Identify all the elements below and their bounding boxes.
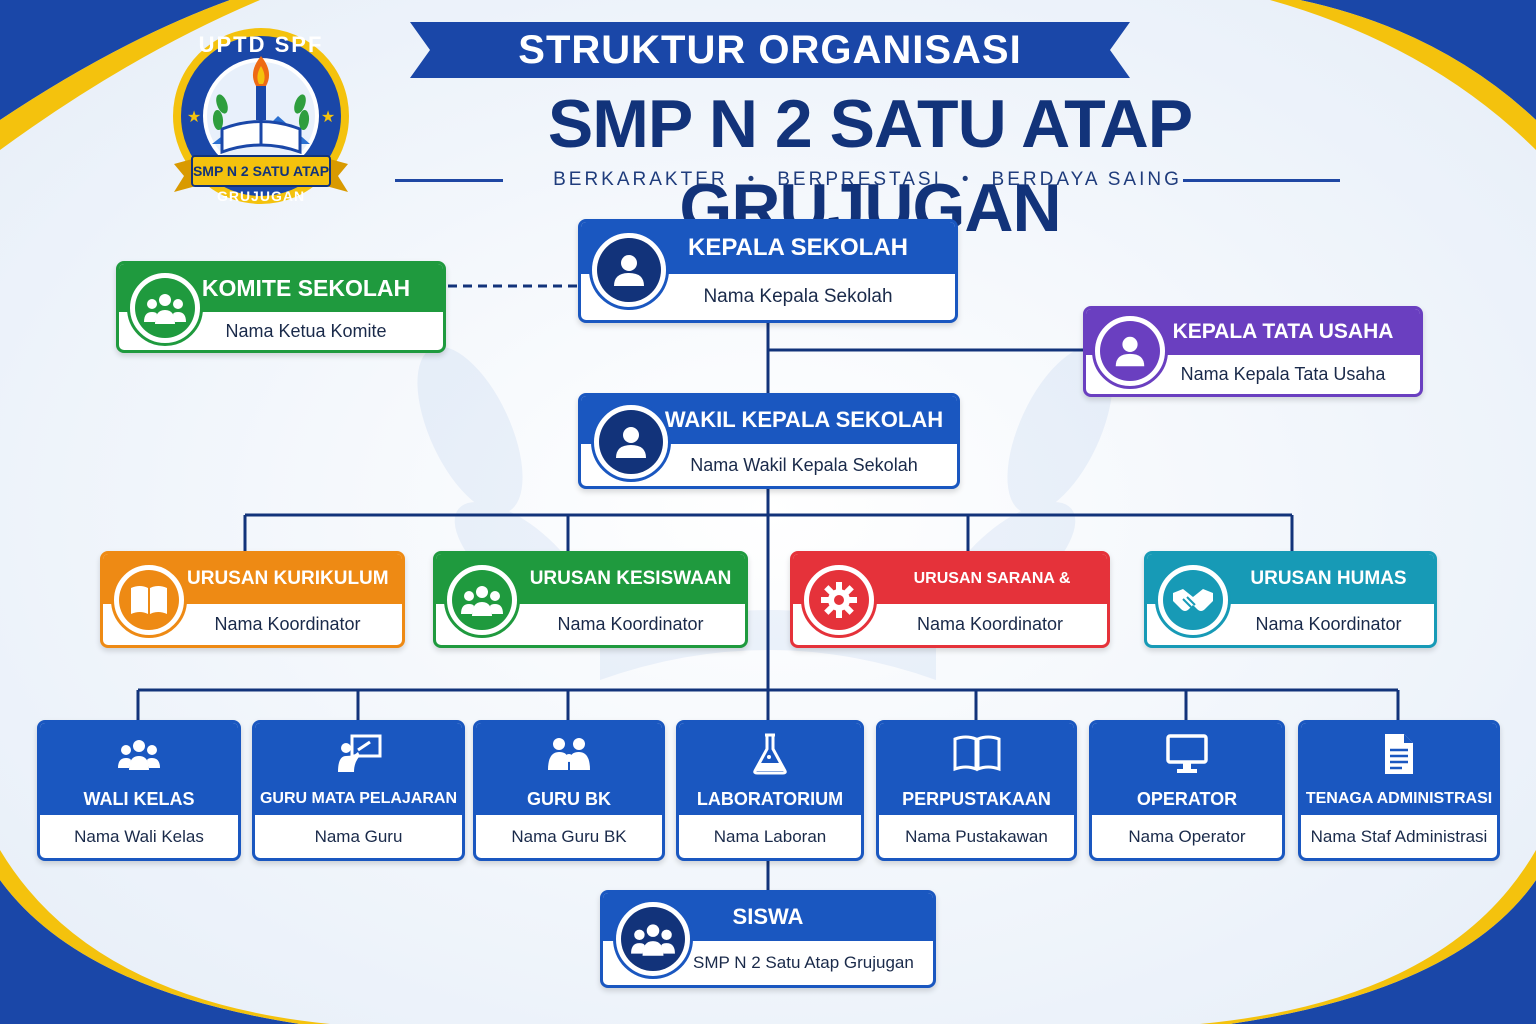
tagline-item: BERDAYA SAING	[991, 169, 1182, 190]
unit-header	[255, 723, 462, 815]
unit-name: Nama Laboran	[713, 826, 827, 846]
unit-title: WALI KELAS	[83, 789, 195, 809]
unit-box[interactable]: WALI KELAS Nama Wali Kelas	[37, 720, 241, 861]
unit-title: GURU MATA PELAJARAN	[259, 790, 458, 807]
flask-icon	[679, 729, 861, 779]
kepala-tata-usaha-box[interactable]: KEPALA TATA USAHA Nama Kepala Tata Usaha	[1083, 306, 1423, 397]
urusan-sarana-name: Nama Koordinator	[916, 614, 1064, 634]
komite-sekolah-box[interactable]: KOMITE SEKOLAH Nama Ketua Komite	[116, 261, 446, 353]
unit-box[interactable]: GURU BK Nama Guru BK	[473, 720, 665, 861]
komite-sekolah-name: Nama Ketua Komite	[225, 320, 387, 341]
unit-box[interactable]: TENAGA ADMINISTRASI Nama Staf Administras…	[1298, 720, 1500, 861]
title-ribbon: STRUKTUR ORGANISASI	[410, 22, 1130, 78]
siswa-name: SMP N 2 Satu Atap Grujugan	[693, 953, 914, 972]
urusan-sarana-prasarana-box[interactable]: URUSAN SARANA & PRASARANA Nama Koordinat…	[790, 551, 1110, 648]
unit-header	[476, 723, 662, 815]
person-icon	[599, 410, 663, 474]
kepala-sekolah-box[interactable]: KEPALA SEKOLAH Nama Kepala Sekolah	[578, 219, 958, 323]
urusan-humas-title: URUSAN HUMAS	[1147, 554, 1434, 604]
tagline-row: BERKARAKTER•BERPRESTASI•BERDAYA SAING	[395, 166, 1340, 194]
teacher-icon	[255, 729, 462, 779]
book-icon	[119, 570, 179, 630]
tagline-item: BERPRESTASI	[777, 169, 942, 190]
handshake-icon	[1163, 570, 1223, 630]
unit-box[interactable]: PERPUSTAKAAN Nama Pustakawan	[876, 720, 1077, 861]
logo-ribbon-text: SMP N 2 SATU ATAP	[192, 163, 330, 179]
unit-name: Nama Guru BK	[511, 826, 627, 846]
tagline-item: BERKARAKTER	[553, 169, 728, 190]
urusan-kurikulum-box[interactable]: URUSAN KURIKULUM Nama Koordinator	[100, 551, 405, 648]
unit-box[interactable]: LABORATORIUM Nama Laboran	[676, 720, 864, 861]
counseling-icon	[476, 729, 662, 779]
urusan-kurikulum-name: Nama Koordinator	[214, 614, 361, 634]
unit-box[interactable]: GURU MATA PELAJARAN Nama Guru	[252, 720, 465, 861]
book-icon	[879, 729, 1074, 779]
monitor-icon	[1092, 729, 1282, 779]
connector-lines	[136, 284, 1400, 890]
group-icon	[40, 729, 238, 779]
urusan-kesiswaan-name: Nama Koordinator	[557, 614, 704, 634]
unit-name: Nama Guru	[314, 826, 403, 846]
unit-title: OPERATOR SEKOLAH	[1136, 789, 1238, 841]
school-logo: ★ ★ UPTD SPF SMP N 2 SATU ATAP GRUJUGAN	[170, 24, 352, 216]
unit-name: Nama Operator	[1128, 826, 1246, 846]
unit-name: Nama Staf Administrasi	[1310, 826, 1488, 846]
kepala-tata-usaha-name: Nama Kepala Tata Usaha	[1180, 364, 1386, 384]
document-icon	[1301, 729, 1497, 779]
person-icon	[597, 238, 661, 302]
unit-name: Nama Pustakawan	[905, 826, 1048, 846]
unit-title: PERPUSTAKAAN	[902, 789, 1051, 809]
group-icon	[135, 278, 195, 338]
svg-text:★: ★	[321, 107, 335, 126]
siswa-box[interactable]: SISWA SMP N 2 Satu Atap Grujugan	[600, 890, 936, 988]
group-icon	[452, 570, 512, 630]
group-icon	[621, 907, 685, 971]
wakil-kepala-sekolah-name: Nama Wakil Kepala Sekolah	[690, 454, 918, 475]
urusan-humas-name: Nama Koordinator	[1255, 614, 1402, 634]
gear-icon	[809, 570, 869, 630]
logo-bottom-text: GRUJUGAN	[216, 188, 306, 204]
unit-name: Nama Wali Kelas	[74, 826, 204, 846]
urusan-humas-box[interactable]: URUSAN HUMAS Nama Koordinator	[1144, 551, 1437, 648]
wakil-kepala-sekolah-box[interactable]: WAKIL KEPALA SEKOLAH Nama Wakil Kepala S…	[578, 393, 960, 489]
unit-title: LABORATORIUM	[696, 789, 844, 809]
page-title: STRUKTUR ORGANISASI	[518, 28, 1022, 72]
unit-title: TENAGA ADMINISTRASI	[1305, 790, 1493, 807]
logo-top-text: UPTD SPF	[198, 32, 324, 57]
kepala-sekolah-name: Nama Kepala Sekolah	[703, 286, 893, 307]
person-icon	[1100, 321, 1160, 381]
urusan-kesiswaan-box[interactable]: URUSAN KESISWAAN Nama Koordinator	[433, 551, 748, 648]
svg-text:★: ★	[187, 107, 201, 126]
unit-title: GURU BK	[527, 789, 611, 809]
